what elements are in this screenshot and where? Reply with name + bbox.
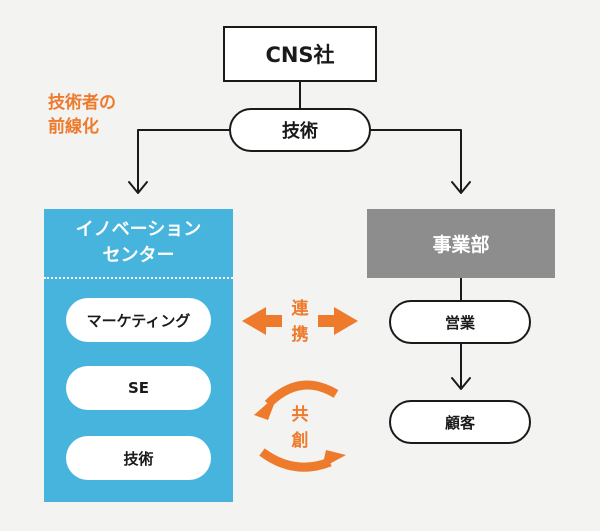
tech-to-division-arrowhead [451,181,471,194]
innovation-divider [44,277,233,279]
kyoso-char-1: 共 [291,405,309,425]
tech-to-division-line [370,129,462,193]
tech-to-innovation-arrowhead [128,181,148,194]
company-box: CNS社 [223,26,377,82]
sales-pill: 営業 [389,300,531,344]
frontline-label: 技術者の 前線化 [48,91,168,139]
innovation-center-title: イノベーション センター [44,209,233,277]
renkei-right-arrow [318,307,358,335]
innovation-title-line-2: センター [102,245,175,266]
tech-to-innovation-line [137,129,230,193]
renkei-arrows [242,307,358,335]
kyoso-cycle-arrows [254,380,346,472]
kyoso-lower-arc [259,448,332,472]
frontline-label-line-2: 前線化 [48,117,99,137]
tech-pill-inner: 技術 [66,436,211,480]
frontline-label-line-1: 技術者の [48,93,116,113]
renkei-char-1: 連 [291,299,309,319]
kyoso-upper-arrowhead [254,394,278,420]
marketing-pill: マーケティング [66,298,211,342]
renkei-char-2: 携 [291,325,309,345]
kyoso-char-2: 創 [291,431,309,451]
renkei-label: 連 携 [284,296,316,348]
customer-pill: 顧客 [389,400,531,444]
innovation-title-line-1: イノベーション [75,219,202,240]
kyoso-lower-arrowhead [322,450,346,468]
tech-pill-top: 技術 [229,108,371,152]
business-division-box: 事業部 [367,209,555,278]
se-pill: SE [66,366,211,410]
kyoso-label: 共 創 [284,402,316,454]
renkei-left-arrow [242,307,282,335]
sales-to-customer-arrowhead [451,377,471,390]
